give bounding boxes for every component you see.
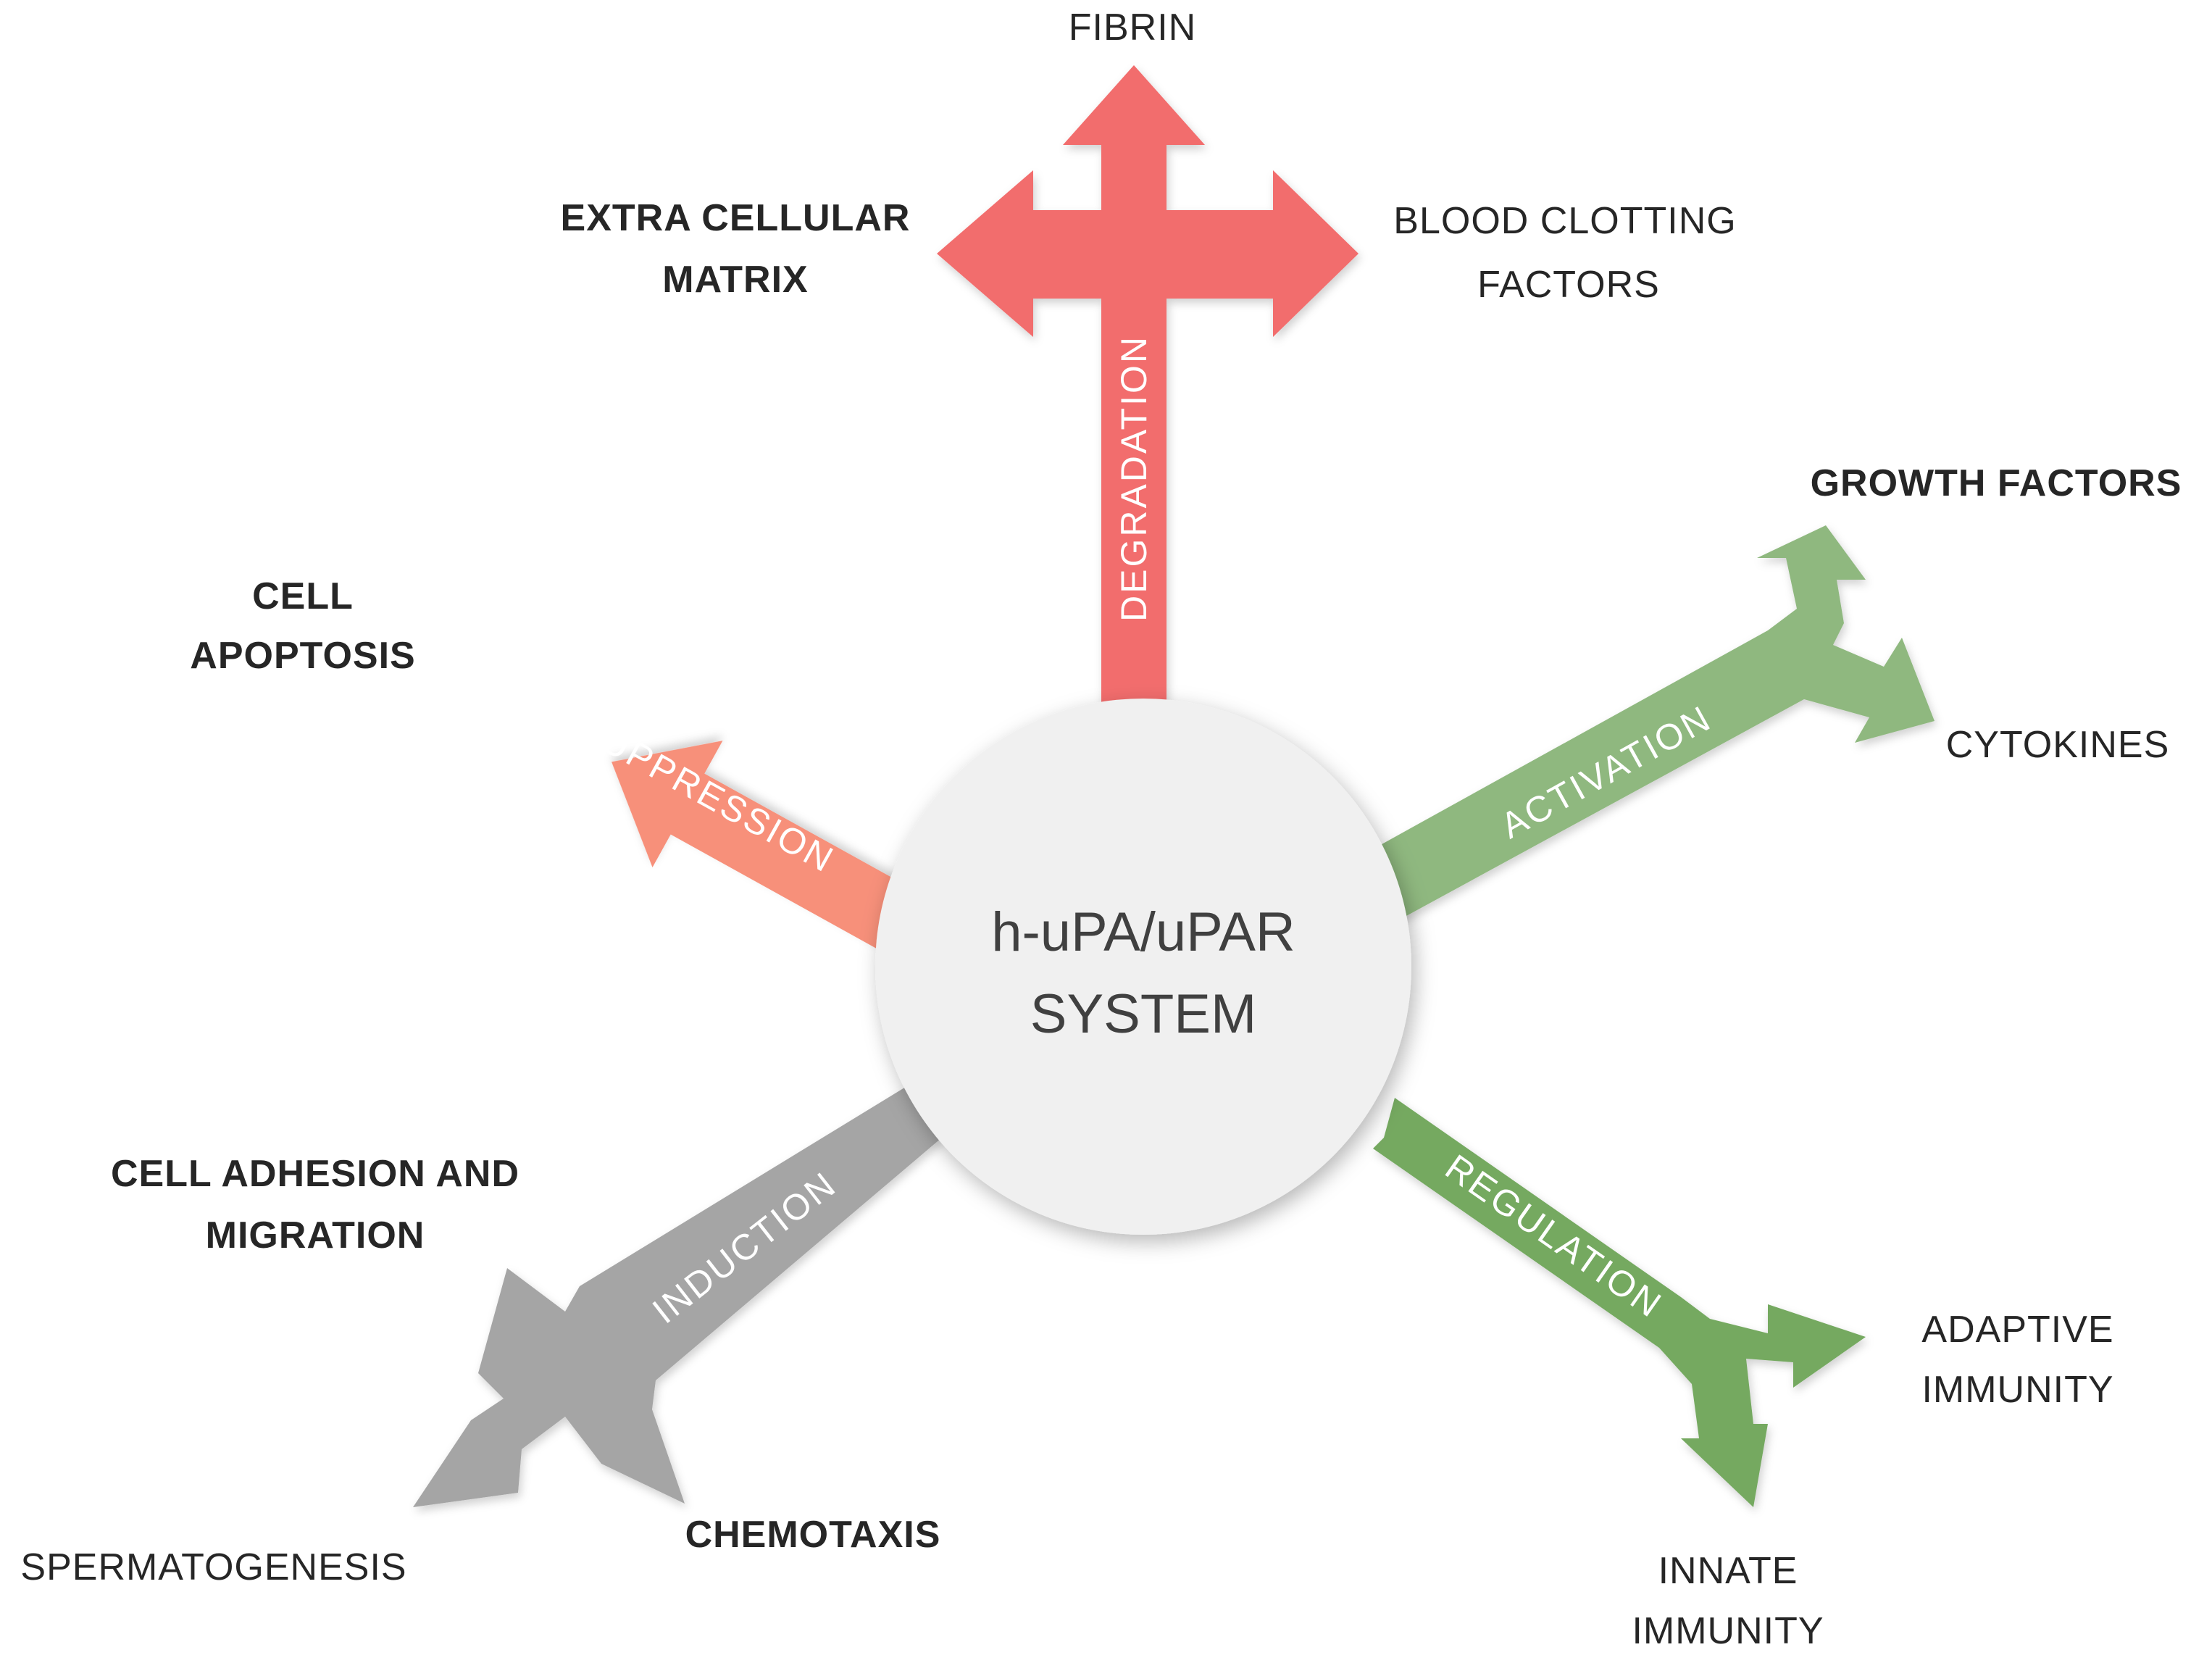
clotting-label-line1: BLOOD CLOTTING xyxy=(1393,200,1736,242)
clotting-label-line2: FACTORS xyxy=(1477,264,1660,306)
adaptive-label-line1: ADAPTIVE xyxy=(1921,1309,2113,1351)
innate-label-line1: INNATE xyxy=(1658,1550,1798,1592)
regulation-label: REGULATION xyxy=(1438,1146,1670,1325)
spermatogenesis-label: SPERMATOGENESIS xyxy=(20,1546,406,1588)
ecm-label-line1: EXTRA CELLULAR xyxy=(561,197,911,239)
ecm-label-line2: MATRIX xyxy=(662,259,808,301)
adhesion-label-line1: CELL ADHESION AND xyxy=(111,1153,519,1195)
induction-arrow xyxy=(413,1087,942,1507)
growth-factors-label: GROWTH FACTORS xyxy=(1811,462,2182,504)
center-title-line2: SYSTEM xyxy=(1030,983,1257,1045)
regulation-arrow xyxy=(1373,1098,1866,1507)
adhesion-label-line2: MIGRATION xyxy=(206,1214,425,1256)
chemotaxis-label: CHEMOTAXIS xyxy=(685,1514,941,1556)
degradation-label: DEGRADATION xyxy=(1114,335,1154,622)
degradation-arrow xyxy=(937,65,1358,714)
apoptosis-label-line1: CELL xyxy=(252,575,354,617)
fibrin-label: FIBRIN xyxy=(1069,7,1196,49)
apoptosis-label-line2: APOPTOSIS xyxy=(190,635,415,677)
innate-label-line2: IMMUNITY xyxy=(1632,1610,1824,1652)
activation-arrow xyxy=(1362,525,1935,920)
center-title-line1: h-uPA/uPAR xyxy=(991,901,1295,963)
adaptive-label-line2: IMMUNITY xyxy=(1921,1369,2113,1411)
suppression-label: SUPPRESSION xyxy=(572,707,841,880)
cytokines-label: CYTOKINES xyxy=(1946,724,2170,766)
center-circle xyxy=(875,699,1411,1235)
